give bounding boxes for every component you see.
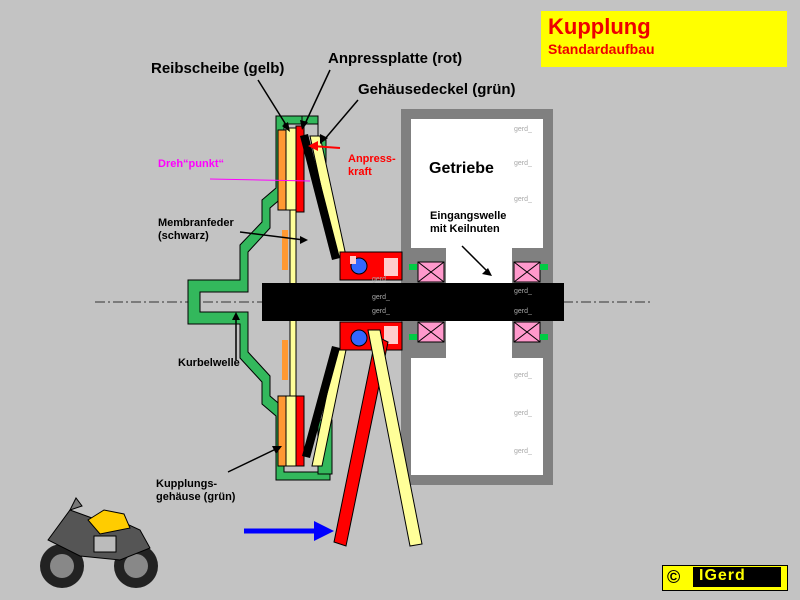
crankshaft-housing [187, 115, 331, 481]
label-eingangswelle-1: Eingangswelle [430, 210, 507, 222]
watermark: gerd_ [514, 160, 532, 167]
motorcycle-icon [40, 497, 158, 588]
label-eingangswelle-2: mit Keilnuten [430, 223, 500, 235]
label-gehaeusedeckel: Gehäusedeckel (grün) [358, 81, 516, 98]
copyright-name: IGerd [699, 567, 746, 584]
watermark: gerd_ [514, 196, 532, 203]
label-getriebe: Getriebe [429, 160, 494, 177]
diaphragm-spring-bottom [302, 346, 340, 458]
copyright-symbol: © [667, 567, 681, 587]
title-main: Kupplung [548, 14, 651, 39]
label-membranfeder-2: (schwarz) [158, 230, 209, 242]
diaphragm-spring-top [300, 134, 340, 260]
watermark: gerd_ [372, 276, 390, 283]
copyright-badge: © IGerd [662, 565, 788, 591]
label-kupplungsgehaeuse-2: gehäuse (grün) [156, 491, 236, 503]
watermark: gerd_ [514, 308, 532, 315]
watermark: gerd_ [514, 126, 532, 133]
label-reibscheibe: Reibscheibe (gelb) [151, 60, 285, 77]
watermark: gerd_ [514, 448, 532, 455]
label-drehpunkt: Dreh“punkt“ [158, 158, 224, 170]
title-sub: Standardaufbau [548, 41, 655, 57]
watermark: gerd_ [514, 288, 532, 295]
ball-bottom [350, 329, 368, 347]
label-anpressplatte: Anpressplatte (rot) [328, 50, 463, 67]
watermark: gerd_ [372, 294, 390, 301]
watermark: gerd_ [372, 308, 390, 315]
copyright-name-box: IGerd [693, 567, 781, 587]
watermark: gerd_ [514, 410, 532, 417]
friction-disc-bottom [285, 395, 297, 467]
title-box: Kupplung Standardaufbau [541, 11, 787, 67]
release-lever-yellow [367, 329, 423, 547]
label-anpresskraft-1: Anpress- [348, 153, 396, 165]
watermark: gerd_ [514, 372, 532, 379]
pressure-plate-top [295, 125, 305, 213]
push-arrow [314, 521, 334, 541]
input-shaft [262, 283, 564, 321]
friction-disc-top [285, 127, 297, 211]
label-kurbelwelle: Kurbelwelle [178, 357, 240, 369]
force-arrow [308, 141, 318, 151]
release-lever-red [333, 335, 389, 547]
label-kupplungsgehaeuse-1: Kupplungs- [156, 478, 218, 490]
pivot-line [209, 178, 311, 182]
pressure-plate-bottom [295, 395, 305, 467]
label-anpresskraft-2: kraft [348, 166, 372, 178]
label-membranfeder-1: Membranfeder [158, 217, 234, 229]
